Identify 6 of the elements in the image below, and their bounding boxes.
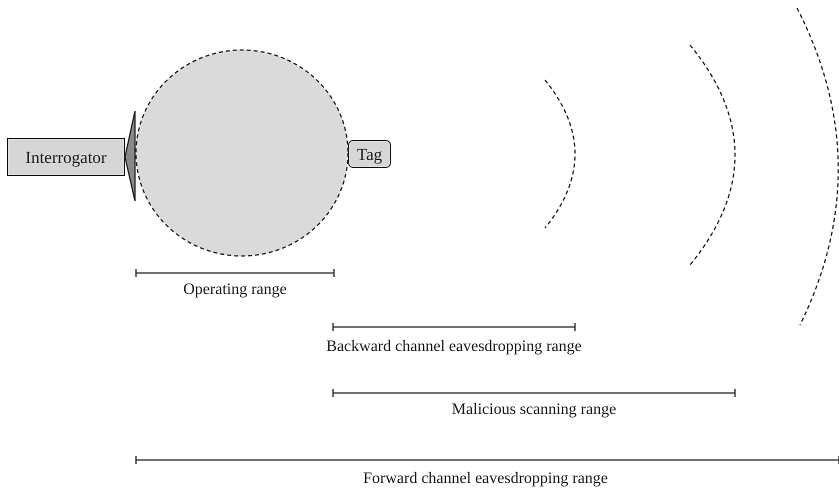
range-label: Operating range xyxy=(183,282,287,298)
range-label: Backward channel eavesdropping range xyxy=(326,339,582,355)
range-label: Malicious scanning range xyxy=(452,402,616,418)
tag-box: Tag xyxy=(348,140,391,168)
range-label: Forward channel eavesdropping range xyxy=(363,471,608,487)
interrogator-box: Interrogator xyxy=(7,138,125,176)
